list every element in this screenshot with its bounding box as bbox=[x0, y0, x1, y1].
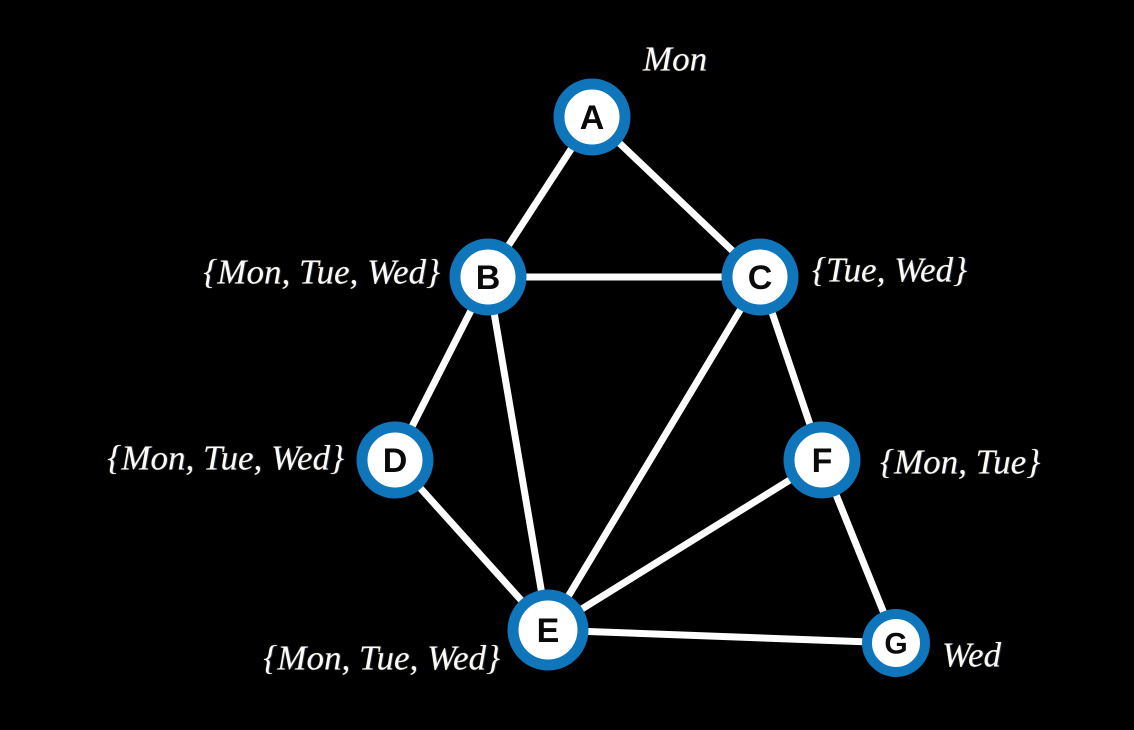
domain-label-a: Mon bbox=[642, 39, 708, 79]
graph-node-b[interactable]: B bbox=[449, 238, 527, 316]
graph-node-f[interactable]: F bbox=[783, 421, 861, 499]
node-label-g: G bbox=[884, 628, 907, 661]
node-circle-a bbox=[553, 78, 631, 156]
node-circle-f bbox=[783, 421, 861, 499]
graph-edge-b-e bbox=[484, 273, 552, 634]
nodes-layer: A B C D E F G bbox=[356, 78, 930, 677]
node-circle-g bbox=[862, 609, 930, 677]
graph-node-e[interactable]: E bbox=[507, 589, 589, 671]
domain-label-g: Wed bbox=[942, 635, 1001, 675]
node-label-f: F bbox=[812, 442, 833, 480]
node-label-d: D bbox=[383, 442, 408, 480]
node-circle-d bbox=[356, 421, 434, 499]
domain-label-f: {Mon, Tue} bbox=[880, 442, 1041, 482]
graph-node-c[interactable]: C bbox=[721, 238, 799, 316]
graph-node-g[interactable]: G bbox=[862, 609, 930, 677]
graph-edge-e-g bbox=[544, 626, 900, 647]
edges-layer bbox=[391, 113, 900, 647]
node-circle-b bbox=[449, 238, 527, 316]
node-label-e: E bbox=[537, 612, 560, 650]
node-circle-e bbox=[507, 589, 589, 671]
graph-edge-e-f bbox=[544, 456, 826, 634]
node-label-b: B bbox=[476, 259, 501, 297]
graph-edge-a-c bbox=[588, 113, 764, 281]
graph-edge-c-e bbox=[544, 273, 764, 634]
node-circle-c bbox=[721, 238, 799, 316]
graph-node-a[interactable]: A bbox=[553, 78, 631, 156]
domain-label-b: {Mon, Tue, Wed} bbox=[203, 252, 440, 292]
node-label-a: A bbox=[580, 99, 605, 137]
domain-label-c: {Tue, Wed} bbox=[812, 250, 968, 290]
domain-label-d: {Mon, Tue, Wed} bbox=[107, 438, 344, 478]
domain-label-e: {Mon, Tue, Wed} bbox=[263, 638, 500, 678]
graph-node-d[interactable]: D bbox=[356, 421, 434, 499]
node-label-c: C bbox=[748, 259, 773, 297]
